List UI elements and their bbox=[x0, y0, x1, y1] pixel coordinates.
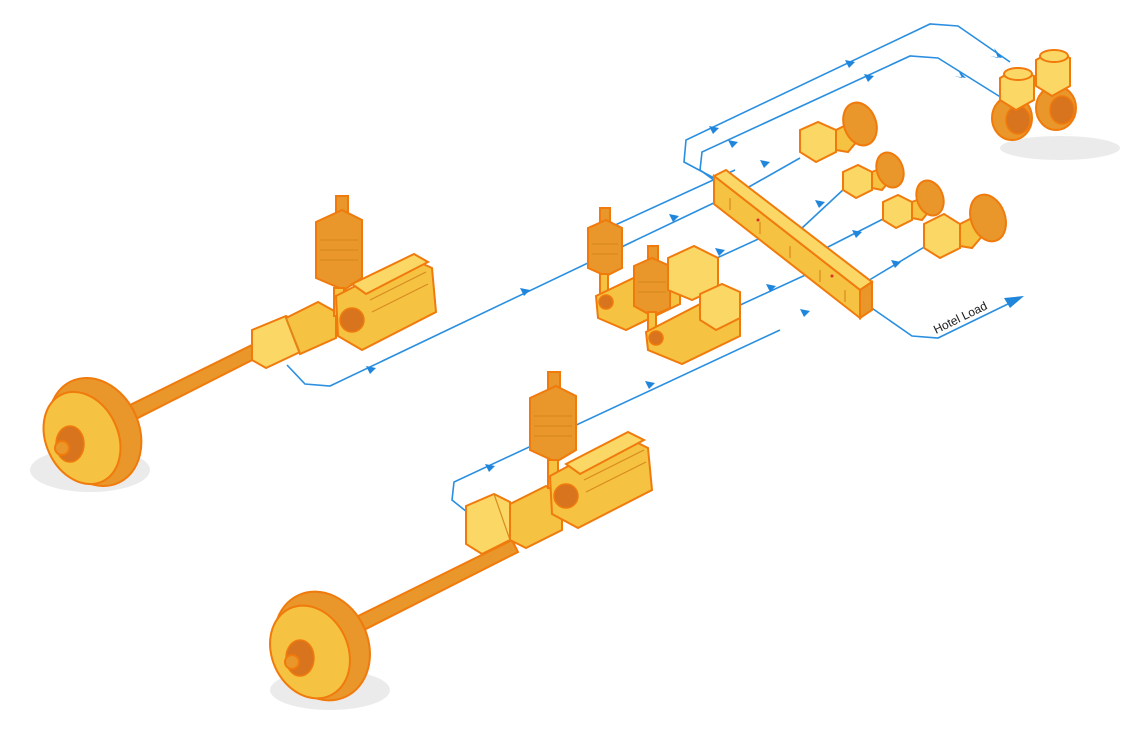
main-engine bbox=[334, 252, 438, 352]
exhaust-silencer bbox=[587, 218, 623, 278]
pump-motor-3 bbox=[882, 179, 945, 230]
hotel-load-arrowhead bbox=[1004, 296, 1024, 308]
shaft-generator bbox=[465, 484, 563, 556]
wire-motor-1 bbox=[739, 157, 801, 193]
switchboard bbox=[712, 168, 874, 321]
propulsion-train-upper bbox=[30, 195, 438, 492]
pump-motor-2 bbox=[842, 151, 905, 200]
ducted-propeller bbox=[269, 590, 371, 702]
wire-thruster-1 bbox=[683, 23, 1011, 179]
shaft-generator bbox=[251, 300, 337, 370]
wire-hotel-load bbox=[865, 301, 1013, 339]
wire-genset-2b bbox=[737, 271, 813, 307]
main-engine bbox=[548, 430, 654, 530]
thruster-2 bbox=[1035, 48, 1077, 131]
flow-arrows bbox=[366, 48, 1002, 472]
switchboard-panels bbox=[729, 198, 846, 302]
genset-2 bbox=[633, 244, 741, 366]
pump-motor-4 bbox=[923, 193, 1007, 260]
generator bbox=[699, 282, 741, 332]
ducted-propeller bbox=[42, 376, 143, 488]
wire-lower-train bbox=[451, 329, 781, 513]
wiring bbox=[286, 23, 1024, 513]
propeller-shaft bbox=[118, 338, 270, 426]
propeller-shaft bbox=[348, 538, 520, 636]
wire-genset-1 bbox=[599, 169, 736, 233]
propulsion-train-lower bbox=[269, 371, 654, 710]
bow-thrusters bbox=[991, 48, 1120, 160]
exhaust-silencer bbox=[633, 256, 671, 318]
pump-motor-1 bbox=[799, 101, 878, 164]
thruster-1 bbox=[991, 66, 1035, 141]
wire-thruster-2 bbox=[699, 55, 1003, 187]
